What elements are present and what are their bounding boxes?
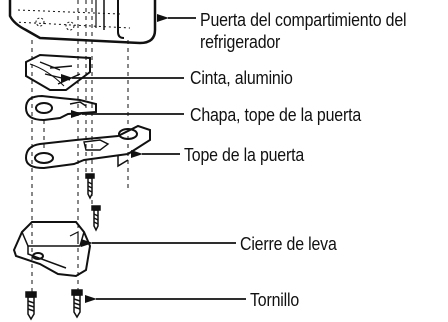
aluminum-tape	[25, 53, 91, 91]
label-screw: Tornillo	[250, 289, 300, 310]
leader-lines	[61, 14, 246, 303]
label-door-line2: refrigerador	[200, 31, 281, 52]
door-stop-plate	[24, 94, 97, 122]
label-door-line1: Puerta del compartimiento del	[200, 9, 407, 30]
label-tape: Cinta, aluminio	[190, 67, 293, 88]
label-stop: Tope de la puerta	[184, 144, 305, 165]
upper-screws	[85, 173, 101, 232]
door-stop	[24, 124, 151, 170]
label-plate: Chapa, tope de la puerta	[190, 104, 362, 125]
lower-screws	[25, 289, 83, 321]
label-cam: Cierre de leva	[240, 233, 337, 254]
alignment-lines	[31, 0, 129, 292]
cam-lock	[12, 221, 92, 278]
compartment-door	[8, 0, 157, 45]
